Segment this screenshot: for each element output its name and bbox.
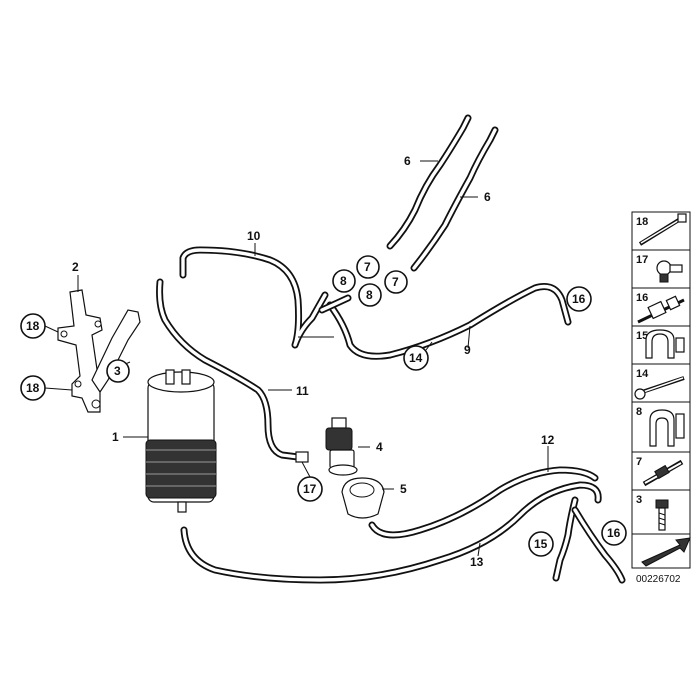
- bracket-part-2: [57, 289, 141, 413]
- label-18b: 18: [26, 381, 40, 395]
- label-4: 4: [376, 440, 383, 454]
- hoses: [156, 114, 626, 584]
- legend-num-8: 8: [636, 406, 642, 418]
- direction-arrow-icon: [641, 537, 691, 567]
- strap-icon: [634, 376, 685, 400]
- label-5: 5: [400, 482, 407, 496]
- label-18a: 18: [26, 319, 40, 333]
- hose-clamp-icon: [637, 295, 685, 324]
- label-16b: 16: [607, 526, 621, 540]
- label-11: 11: [296, 384, 309, 398]
- label-6b: 6: [484, 190, 491, 204]
- label-13: 13: [470, 555, 484, 569]
- label-16a: 16: [572, 292, 586, 306]
- label-17: 17: [303, 482, 317, 496]
- label-12: 12: [541, 433, 555, 447]
- callout-labels: 1 2 3 4 5 6 6 7 7 8 8 9 10 11 12 13 14 1…: [20, 154, 627, 569]
- legend-num-15: 15: [636, 330, 648, 342]
- label-9: 9: [464, 343, 471, 357]
- hose-holder-icon: [649, 409, 685, 447]
- connector-icon: [656, 260, 683, 283]
- screw-icon: [655, 499, 669, 531]
- canister-part-1: [145, 369, 217, 513]
- holder-part-5: [341, 477, 385, 519]
- legend-num-17: 17: [636, 254, 648, 266]
- label-2: 2: [72, 260, 79, 274]
- valve-part-4: [295, 417, 358, 476]
- label-8b: 8: [366, 288, 373, 302]
- label-15: 15: [534, 537, 548, 551]
- legend-num-3: 3: [636, 494, 642, 506]
- label-7b: 7: [392, 275, 399, 289]
- clip-icon: [645, 329, 685, 359]
- reference-number: 00226702: [636, 574, 681, 585]
- label-7a: 7: [364, 260, 371, 274]
- label-6a: 6: [404, 154, 411, 168]
- label-1: 1: [112, 430, 119, 444]
- label-10: 10: [247, 229, 261, 243]
- parts-legend: 18 17 16 15 14 8 7 3: [631, 211, 691, 585]
- legend-num-7: 7: [636, 456, 642, 468]
- nipple-connector-icon: [642, 459, 684, 487]
- label-14: 14: [409, 351, 423, 365]
- label-8a: 8: [340, 274, 347, 288]
- legend-num-18: 18: [636, 216, 648, 228]
- label-3: 3: [114, 364, 121, 378]
- legend-num-14: 14: [636, 368, 649, 380]
- legend-num-16: 16: [636, 292, 648, 304]
